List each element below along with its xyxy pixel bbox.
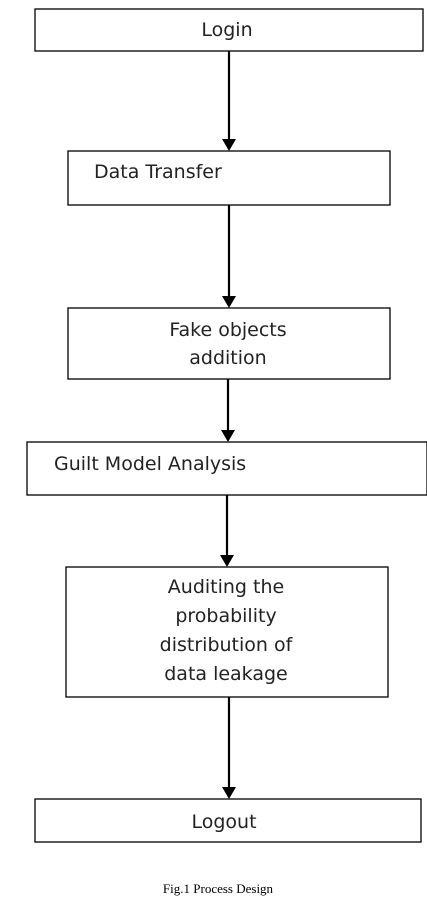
node-label-line: Logout	[191, 811, 256, 833]
node-box	[67, 307, 391, 380]
arrowhead-icon	[222, 787, 236, 799]
edge-guilt-model-analysis-to-auditing	[220, 495, 234, 567]
arrowhead-icon	[220, 555, 234, 567]
node-logout: Logout	[34, 798, 422, 843]
node-label: Guilt Model Analysis	[54, 453, 246, 475]
figure-caption: Fig.1 Process Design	[163, 881, 274, 896]
edge-data-transfer-to-fake-objects-addition	[222, 205, 236, 308]
node-box	[65, 566, 389, 698]
node-box	[34, 798, 422, 843]
edge-login-to-data-transfer	[222, 51, 236, 151]
node-label-line: addition	[189, 347, 266, 369]
node-label: Auditing the probability distribution of da…	[160, 576, 294, 685]
node-label: Login	[201, 19, 252, 41]
node-label-line: probability	[175, 605, 276, 627]
node-box	[34, 8, 424, 52]
node-label-line: Auditing the	[168, 576, 284, 598]
node-label: Fake objects addition	[169, 319, 286, 369]
node-login: Login	[34, 8, 424, 52]
node-box	[67, 150, 391, 206]
edge-auditing-to-logout	[222, 697, 236, 799]
edges-layer	[220, 51, 236, 799]
node-label-line: Guilt Model Analysis	[54, 453, 246, 475]
node-label-line: data leakage	[164, 663, 288, 685]
node-label-line: distribution of	[160, 634, 294, 656]
node-guilt-model-analysis: Guilt Model Analysis	[26, 441, 427, 496]
node-box	[26, 441, 427, 496]
edge-fake-objects-addition-to-guilt-model-analysis	[221, 379, 235, 442]
node-label-line: Login	[201, 19, 252, 41]
node-auditing: Auditing the probability distribution of da…	[65, 566, 389, 698]
arrowhead-icon	[221, 430, 235, 442]
node-label-line: Data Transfer	[94, 161, 222, 183]
node-label: Logout	[191, 811, 256, 833]
node-data-transfer: Data Transfer	[67, 150, 391, 206]
node-label: Data Transfer	[94, 161, 222, 183]
arrowhead-icon	[222, 296, 236, 308]
node-fake-objects-addition: Fake objects addition	[67, 307, 391, 380]
node-label-line: Fake objects	[169, 319, 286, 341]
arrowhead-icon	[222, 139, 236, 151]
